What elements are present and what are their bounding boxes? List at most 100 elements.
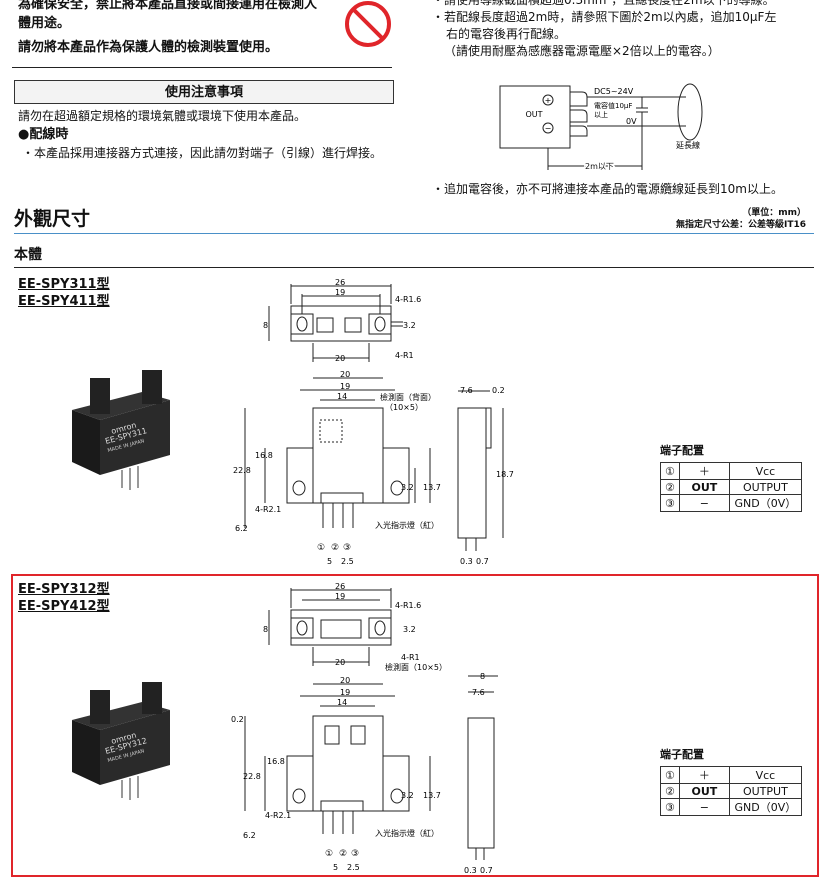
m2-dim-19b: 19 xyxy=(340,688,350,697)
len-label: 2m以下 xyxy=(585,162,614,171)
m2-led: 入光指示燈（紅） xyxy=(375,828,439,838)
terminal-name: OUTPUT xyxy=(728,479,802,495)
m1-led: 入光指示燈（紅） xyxy=(375,520,439,530)
terminal-row: ①＋Vcc xyxy=(660,462,802,480)
body-heading: 本體 xyxy=(14,247,42,263)
m1-pin-3: ③ xyxy=(343,543,351,553)
m2-dim-25: 2.5 xyxy=(347,863,360,872)
m2-dim-20b: 20 xyxy=(340,676,350,685)
minus-sign: − xyxy=(545,124,552,133)
section-underline xyxy=(14,233,814,234)
terminal-sym: − xyxy=(678,798,730,816)
terminal-no: ② xyxy=(660,479,680,495)
m2-dim-14: 14 xyxy=(337,698,347,707)
cap-label-2: 以上 xyxy=(594,110,608,119)
m1-dim-07: 0.7 xyxy=(476,557,489,566)
m2-pin-2: ② xyxy=(339,849,347,859)
m1-dim-19: 19 xyxy=(335,288,345,297)
m1-dim-r1: 4-R1 xyxy=(395,351,414,360)
terminal-title-2: 端子配置 xyxy=(660,748,704,761)
terminal-name: OUTPUT xyxy=(728,783,802,799)
m2-dim-137: 13.7 xyxy=(423,791,441,800)
unit-label: （單位：mm） xyxy=(742,208,806,218)
m2-dim-8: 8 xyxy=(263,625,268,634)
precautions-title: 使用注意事項 xyxy=(164,85,243,100)
side-view-1: 7.6 0.2 18.7 0.3 0.7 xyxy=(457,386,514,566)
m2-face: 檢測面（10×5） xyxy=(385,662,447,672)
note-1: ・請使用導線截面積超過0.3mm²，且總長度在2m以下的導線。 xyxy=(432,0,775,7)
m2-dim-76: 7.6 xyxy=(472,688,485,697)
m1-dim-r16: 4-R1.6 xyxy=(395,295,421,304)
out-label: OUT xyxy=(525,110,542,119)
terminal-sym: ＋ xyxy=(678,766,730,784)
divider xyxy=(12,67,392,68)
top-view-1: 26 19 4-R1.6 8 3.2 20 4-R1 xyxy=(263,278,421,363)
highlight-frame xyxy=(11,574,819,877)
plus-sign: + xyxy=(545,96,552,105)
m1-dim-32: 3.2 xyxy=(403,321,416,330)
m2-dim-32b: 3.2 xyxy=(401,791,414,800)
front-view-1: 20 19 14 檢測面（背面） （10×5） 16.8 22.8 3.2 13… xyxy=(233,370,441,566)
m1-dim-137: 13.7 xyxy=(423,483,441,492)
note-2c: （請使用耐壓為感應器電源電壓×2倍以上的電容。） xyxy=(444,44,720,58)
m1-dim-5: 5 xyxy=(327,557,332,566)
m1-dim-r21: 4-R2.1 xyxy=(255,505,281,514)
terminal-no: ③ xyxy=(660,798,680,816)
terminal-name: Vcc xyxy=(728,766,802,784)
section-title: 外觀尺寸 xyxy=(14,208,91,230)
terminal-no: ① xyxy=(660,462,680,480)
top-view-2: 26 19 4-R1.6 8 3.2 20 4-R1 檢測面（10×5） xyxy=(263,582,447,672)
note-3: ・追加電容後，亦不可將連接本產品的電源纜線延長到10m以上。 xyxy=(432,182,783,196)
m2-dim-168: 16.8 xyxy=(267,757,285,766)
sensor-photo-2: omron EE-SPY312 MADE IN JAPAN xyxy=(72,682,170,800)
m1-dim-76: 7.6 xyxy=(460,386,473,395)
terminal-no: ① xyxy=(660,766,680,784)
safety-warning: 為確保安全，禁止將本產品直接或間接運用在檢測人 體用途。 請勿將本產品作為保護人… xyxy=(18,0,338,57)
m1-dim-02: 0.2 xyxy=(492,386,505,395)
m1-dim-187: 18.7 xyxy=(496,470,514,479)
terminal-sym: ＋ xyxy=(678,462,730,480)
terminal-name: GND（0V） xyxy=(728,494,802,512)
model1-names: EE-SPY311型 EE-SPY411型 xyxy=(18,276,110,310)
model1-name-2: EE-SPY411型 xyxy=(18,294,110,309)
m1-dim-20: 20 xyxy=(335,354,345,363)
m2-dim-228: 22.8 xyxy=(243,772,261,781)
side-view-2: 8 7.6 0.3 0.7 xyxy=(464,672,498,875)
m2-dim-r16: 4-R1.6 xyxy=(395,601,421,610)
terminal-row: ③−GND（0V） xyxy=(660,798,802,816)
m1-face: 檢測面（背面） xyxy=(380,392,436,402)
m2-dim-5: 5 xyxy=(333,863,338,872)
m1-dim-20b: 20 xyxy=(340,370,350,379)
m2-dim-19: 19 xyxy=(335,592,345,601)
m2-dim-62: 6.2 xyxy=(243,831,256,840)
terminal-row: ①＋Vcc xyxy=(660,766,802,784)
safety-line-2: 體用途。 xyxy=(18,16,71,31)
m1-pin-2: ② xyxy=(331,543,339,553)
zero-v-label: 0V xyxy=(626,117,637,126)
m2-dim-07: 0.7 xyxy=(480,866,493,875)
m1-dim-26: 26 xyxy=(335,278,345,287)
safety-line-3: 請勿將本產品作為保護人體的檢測裝置使用。 xyxy=(18,40,279,55)
m1-dim-25: 2.5 xyxy=(341,557,354,566)
m1-dim-32b: 3.2 xyxy=(401,483,414,492)
cap-label-1: 電容值10μF xyxy=(594,101,632,110)
m1-pin-1: ① xyxy=(317,543,325,553)
terminal-no: ② xyxy=(660,783,680,799)
terminal-sym: OUT xyxy=(678,479,730,495)
terminal-name: Vcc xyxy=(728,462,802,480)
safety-line-1: 為確保安全，禁止將本產品直接或間接運用在檢測人 xyxy=(18,0,318,12)
precautions-box: 使用注意事項 xyxy=(14,80,394,104)
sensor-photo-1: omron EE-SPY311 MADE IN JAPAN xyxy=(72,370,170,490)
m2-dim-20: 20 xyxy=(335,658,345,667)
wiring-heading: ●配線時 xyxy=(18,127,69,142)
m1-face2: （10×5） xyxy=(385,403,423,412)
m2-dim-02: 0.2 xyxy=(231,715,244,724)
m1-dim-19b: 19 xyxy=(340,382,350,391)
m2-dim-26: 26 xyxy=(335,582,345,591)
terminal-sym: − xyxy=(678,494,730,512)
m1-dim-228: 22.8 xyxy=(233,466,251,475)
model2-names: EE-SPY312型 EE-SPY412型 xyxy=(18,581,110,615)
